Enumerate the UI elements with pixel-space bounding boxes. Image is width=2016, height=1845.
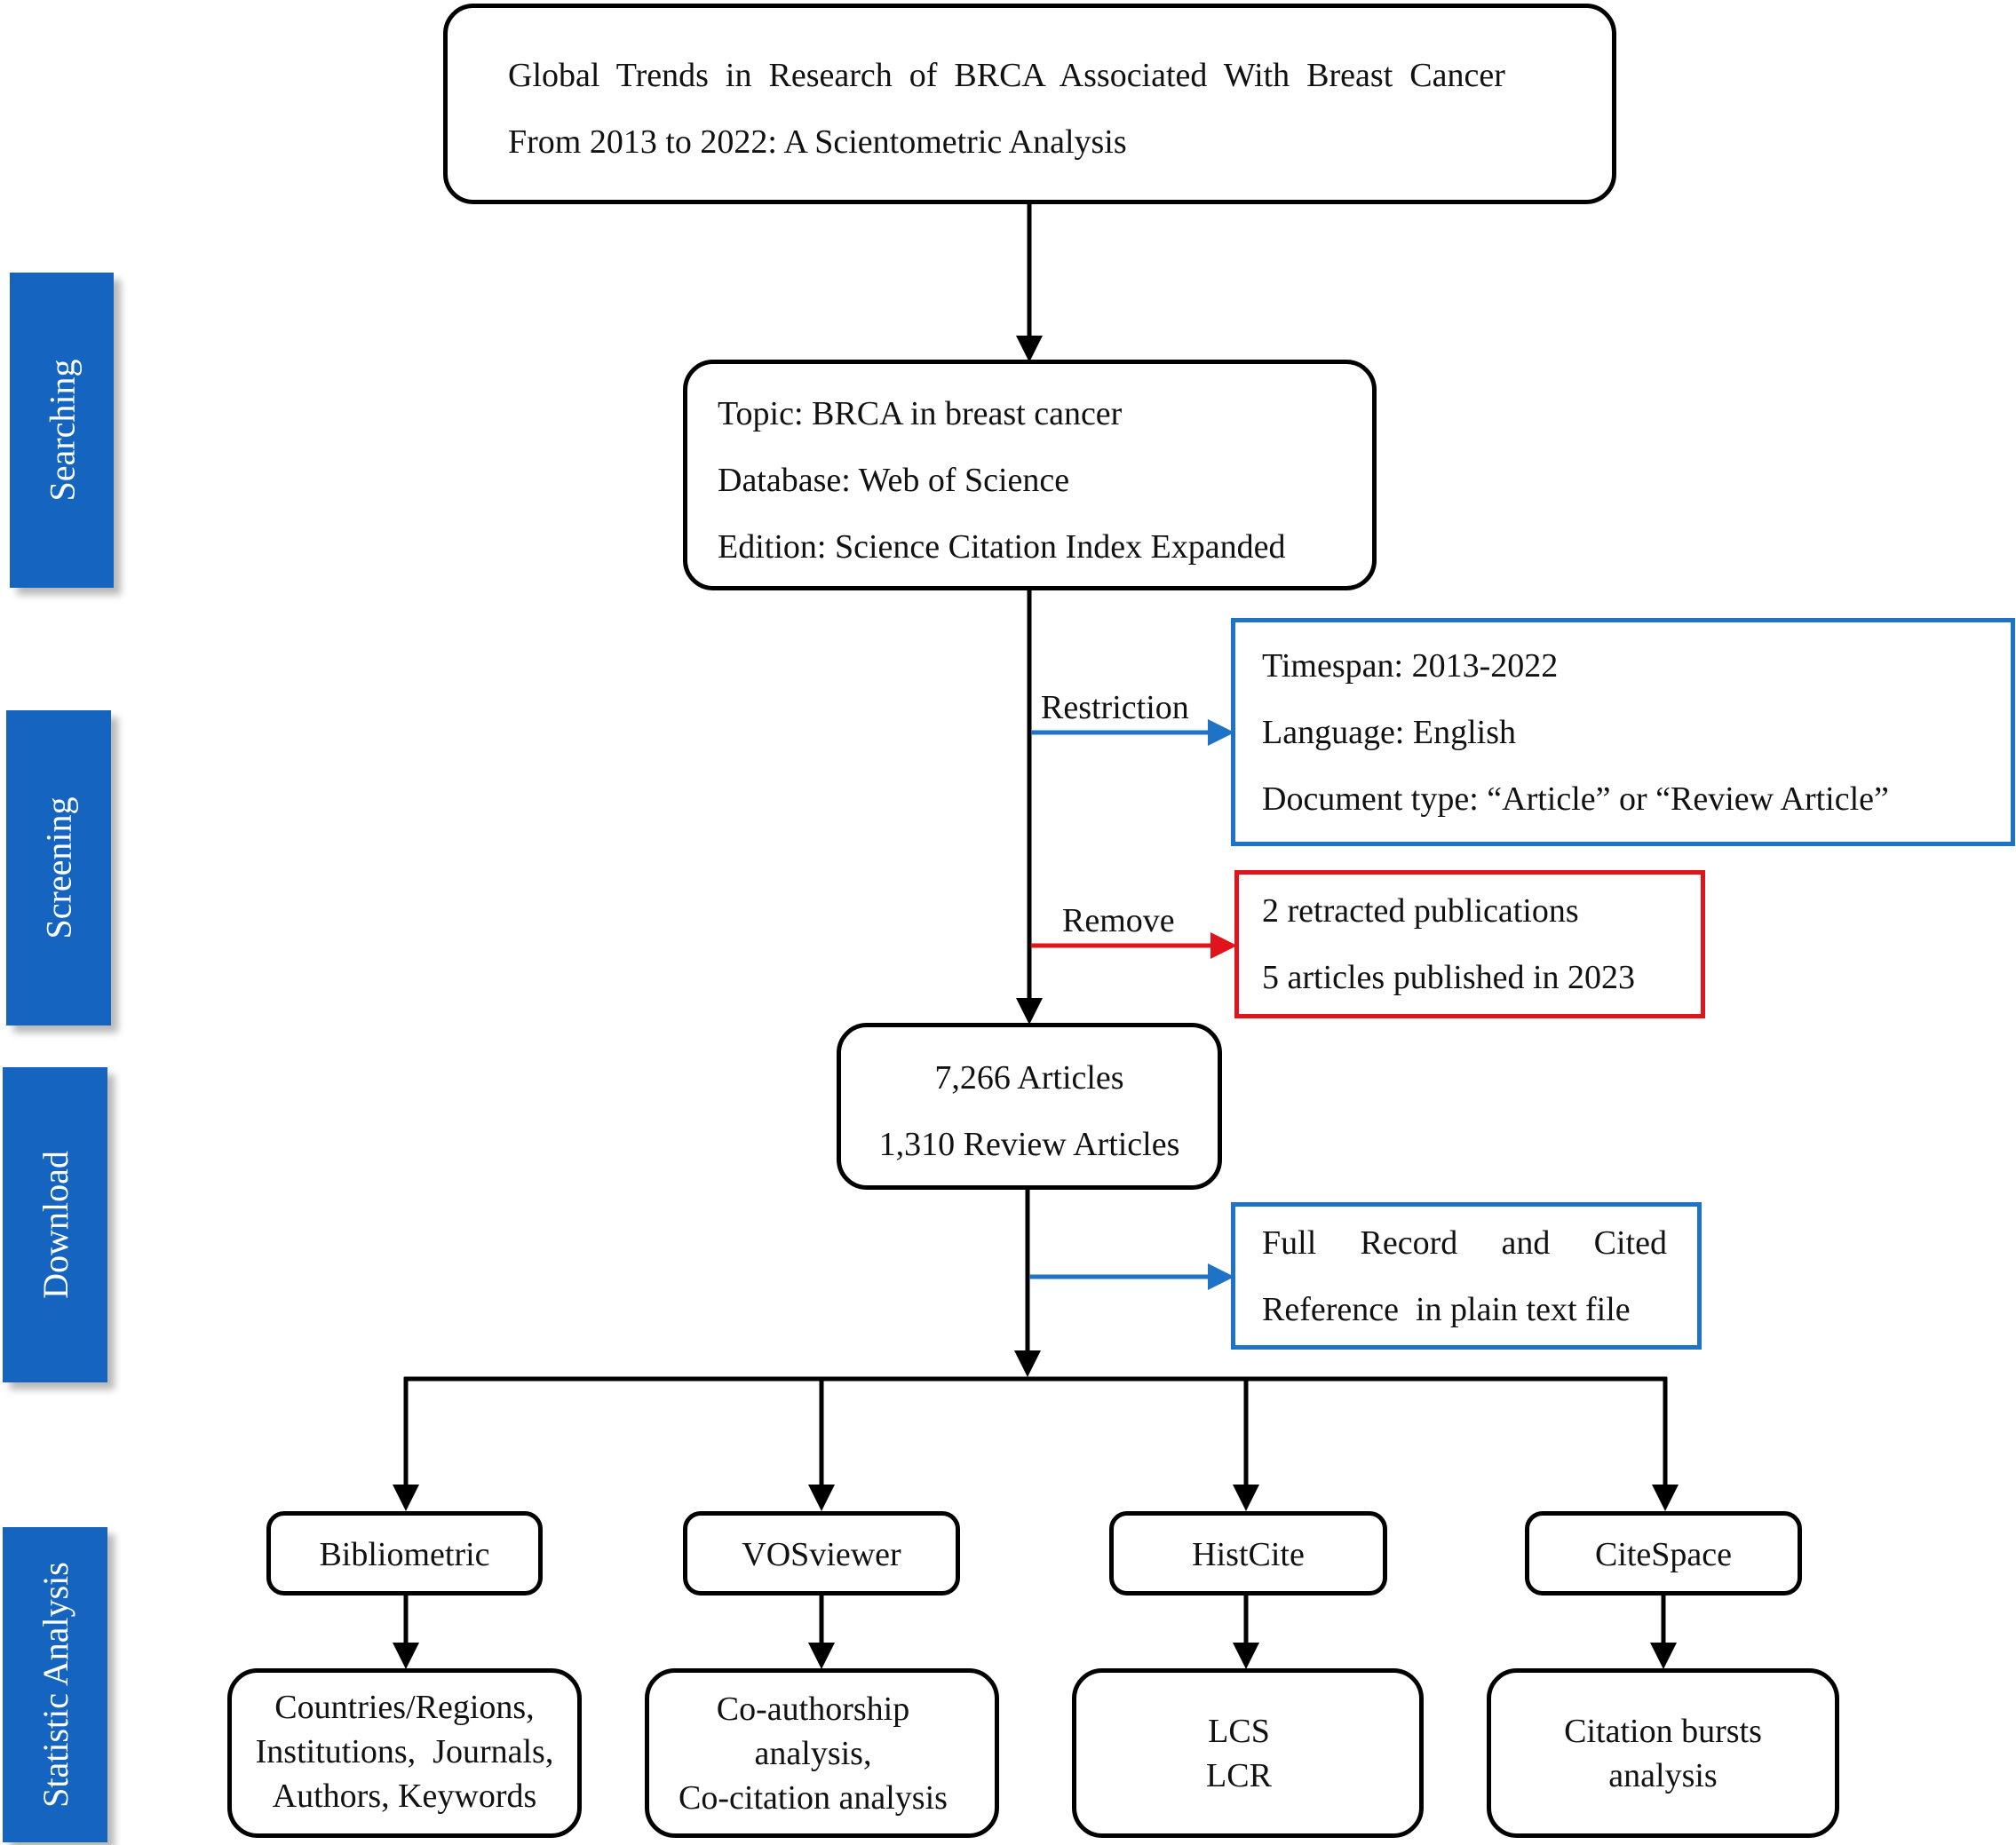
output-line: Institutions, Journals, (255, 1733, 554, 1770)
edition-text: Edition: Science Citation Index Expanded (718, 528, 1286, 566)
output-line: analysis (1608, 1757, 1718, 1794)
output-line: LCR (1206, 1757, 1272, 1794)
download-word: Record (1360, 1224, 1458, 1262)
stage-label: Screening (38, 796, 79, 939)
stage-label: Searching (42, 359, 83, 502)
download-format-box: Full Record and Cited Reference in plain… (1231, 1202, 1702, 1350)
restriction-label: Restriction (1041, 689, 1189, 726)
search-criteria-box: Topic: BRCA in breast cancer Database: W… (683, 360, 1377, 590)
output-box-bibliometric: Countries/Regions, Institutions, Journal… (227, 1668, 582, 1838)
tool-box-citespace: CiteSpace (1525, 1511, 1802, 1596)
timespan-text: Timespan: 2013-2022 (1262, 647, 1559, 685)
database-text: Database: Web of Science (718, 462, 1070, 499)
remove-box: 2 retracted publications 5 articles publ… (1234, 870, 1705, 1018)
reviews-count: 1,310 Review Articles (878, 1126, 1180, 1163)
stage-tab-download: Download (3, 1067, 107, 1382)
tool-box-vosviewer: VOSviewer (683, 1511, 960, 1596)
title-line-2: From 2013 to 2022: A Scientometric Analy… (508, 123, 1127, 161)
remove-label: Remove (1062, 902, 1175, 939)
stage-label: Download (35, 1151, 75, 1299)
output-line: Co-authorship (716, 1691, 910, 1728)
retracted-text: 2 retracted publications (1262, 892, 1579, 930)
stage-tab-screening: Screening (6, 710, 111, 1025)
doctype-text: Document type: “Article” or “Review Arti… (1262, 780, 1889, 818)
output-box-vosviewer: Co-authorship analysis, Co-citation anal… (645, 1668, 999, 1838)
output-box-citespace: Citation bursts analysis (1487, 1668, 1839, 1838)
results-box: 7,266 Articles 1,310 Review Articles (837, 1023, 1222, 1190)
articles-count: 7,266 Articles (934, 1059, 1124, 1097)
download-word: Cited (1593, 1224, 1667, 1262)
title-box: Global Trends in Research of BRCA Associ… (443, 4, 1616, 204)
tool-box-histcite: HistCite (1109, 1511, 1387, 1596)
tool-box-bibliometric: Bibliometric (266, 1511, 543, 1596)
output-line: Citation bursts (1564, 1713, 1762, 1750)
tool-name: CiteSpace (1594, 1536, 1733, 1573)
title-line-1: Global Trends in Research of BRCA Associ… (508, 57, 1505, 94)
output-line: Countries/Regions, (274, 1689, 535, 1726)
output-line: Co-citation analysis (679, 1779, 948, 1817)
download-word: Full (1262, 1224, 1317, 1262)
tool-name: Bibliometric (319, 1536, 490, 1573)
download-line-2: Reference in plain text file (1262, 1291, 1631, 1328)
output-line: LCS (1208, 1713, 1270, 1750)
output-box-histcite: LCS LCR (1072, 1668, 1424, 1838)
stage-tab-statistic-analysis: Statistic Analysis (3, 1527, 107, 1842)
language-text: Language: English (1262, 714, 1516, 751)
topic-text: Topic: BRCA in breast cancer (718, 395, 1123, 432)
tool-name: HistCite (1192, 1536, 1305, 1573)
tool-name: VOSviewer (742, 1536, 901, 1573)
download-word: and (1501, 1224, 1551, 1262)
download-line-1: Full Record and Cited (1262, 1226, 1667, 1260)
output-line: Authors, Keywords (272, 1778, 537, 1815)
stage-tab-searching: Searching (10, 273, 114, 588)
output-line: analysis, (754, 1735, 872, 1772)
published-2023-text: 5 articles published in 2023 (1262, 959, 1636, 996)
restriction-box: Timespan: 2013-2022 Language: English Do… (1231, 618, 2015, 846)
stage-label: Statistic Analysis (35, 1562, 75, 1808)
